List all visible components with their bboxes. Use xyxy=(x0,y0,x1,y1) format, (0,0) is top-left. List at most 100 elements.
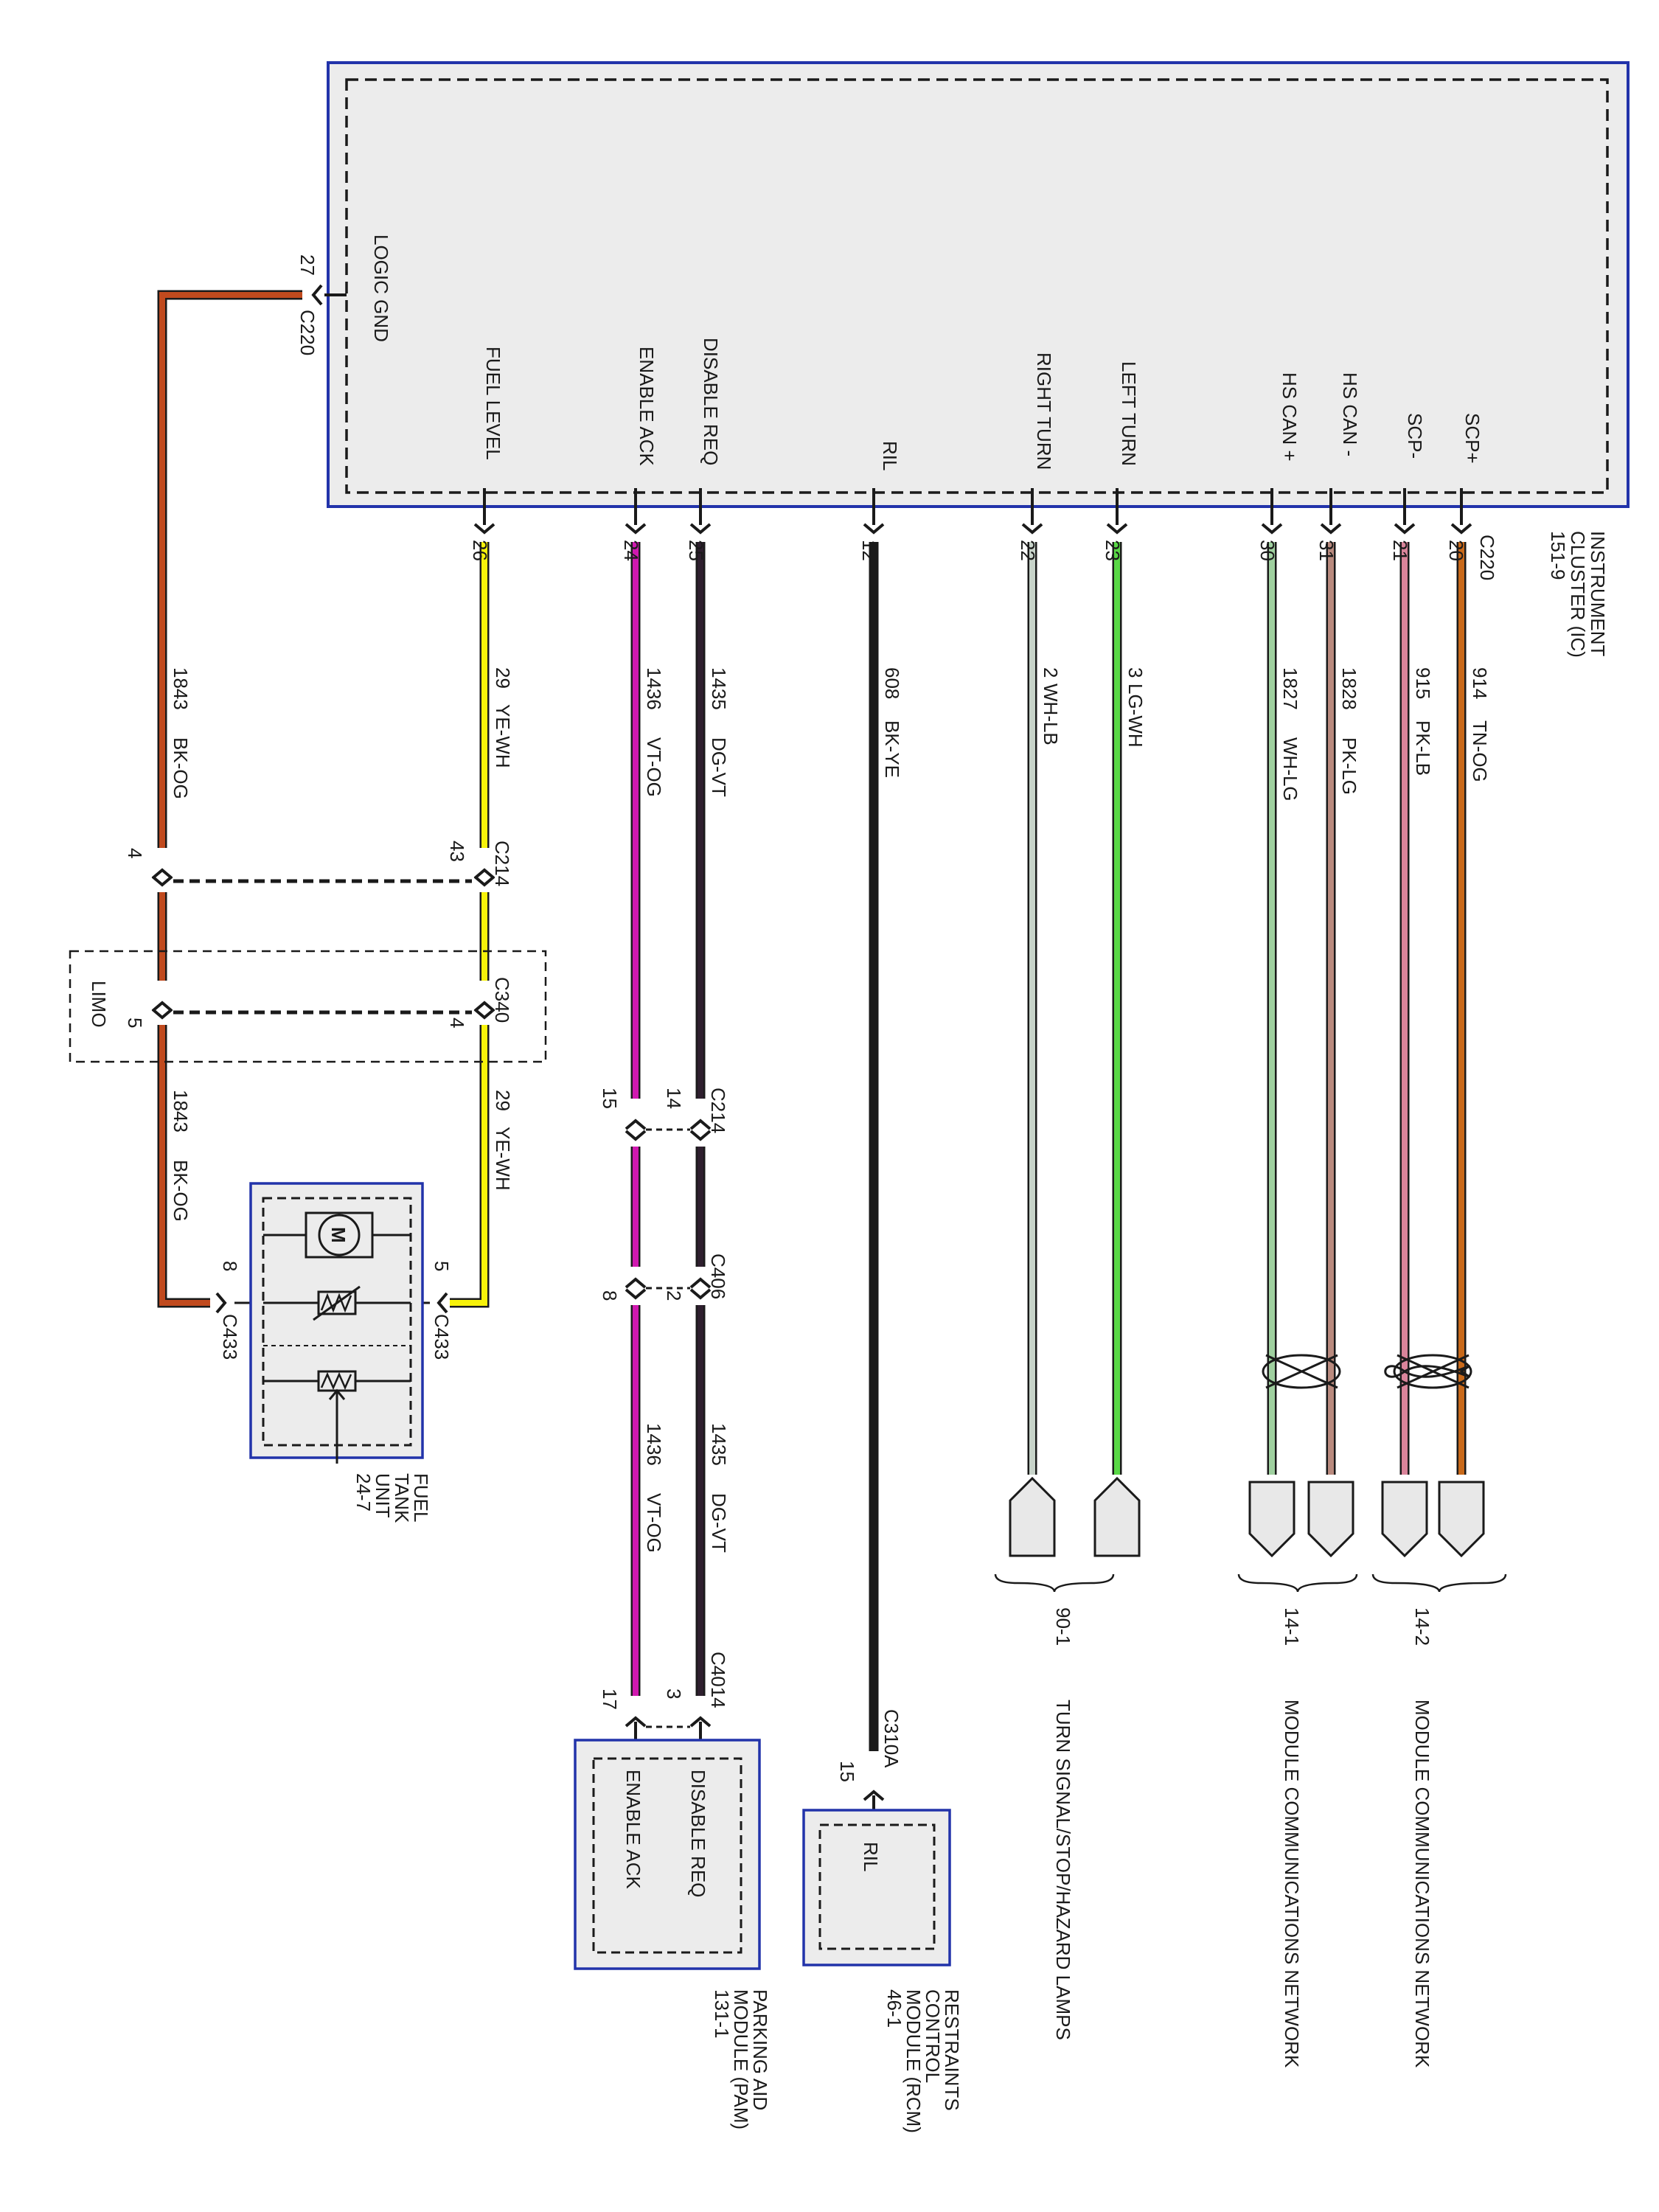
limo-note: LIMO xyxy=(88,981,110,1028)
fuel-tank-title-4: 24-7 xyxy=(352,1473,375,1512)
c340-label: C340 xyxy=(491,977,513,1023)
circuit-gnd-lower: 1843 xyxy=(170,1090,192,1133)
parking-aid-module: DISABLE REQ ENABLE ACK PARKING AID MODUL… xyxy=(574,1739,771,2129)
circuit-hs-can-minus: 1828 xyxy=(1338,667,1360,710)
twisted-pair-scp xyxy=(1384,1354,1472,1389)
terminal-scp-minus-icon xyxy=(1381,1481,1428,1558)
connector-c4014: C4014 3 17 xyxy=(599,1652,729,1728)
c406-pin-dg: 2 xyxy=(663,1290,685,1301)
circuit-vt-lower: 1436 xyxy=(643,1423,665,1466)
color-dg-lower: DG-VT xyxy=(708,1493,730,1553)
circuit-disable-req: 1435 xyxy=(708,667,730,710)
pam-box xyxy=(574,1739,761,1970)
c4014-label: C4014 xyxy=(707,1652,729,1708)
terminal-hs-can-minus-icon xyxy=(1307,1481,1354,1558)
color-scp-plus: TN-OG xyxy=(1469,720,1491,782)
pam-pin-enable-ack: ENABLE ACK xyxy=(622,1770,644,1890)
ic-pin-label-left-turn: LEFT TURN xyxy=(1118,361,1140,466)
c433-label-gnd: C433 xyxy=(219,1314,241,1360)
pin-number-right-turn: 22 xyxy=(1017,540,1039,561)
circuit-right-turn: 2 xyxy=(1040,667,1062,678)
rcm-title-4: 46-1 xyxy=(883,1989,905,2028)
fuel-tank-title-1: FUEL xyxy=(410,1473,432,1522)
ic-pin-label-scp-plus: SCP+ xyxy=(1461,413,1484,464)
circuit-dg-lower: 1435 xyxy=(708,1423,730,1466)
page-ref-terminals xyxy=(1009,1476,1485,1558)
c214-lower-label: C214 xyxy=(707,1088,729,1133)
color-gnd-lower: BK-OG xyxy=(170,1160,192,1222)
ic-pin-label-disable-req: DISABLE REQ xyxy=(700,338,722,465)
fuel-tank-title-2: TANK xyxy=(391,1473,413,1523)
rcm-title-3: MODULE (RCM) xyxy=(902,1989,925,2133)
connector-c406: C406 2 8 xyxy=(599,1253,729,1301)
ic-pin-label-right-turn: RIGHT TURN xyxy=(1033,352,1055,470)
logic-gnd-connector: C220 xyxy=(296,310,319,355)
pin-number-disable-req: 25 xyxy=(685,540,707,561)
terminal-scp-plus-icon xyxy=(1438,1481,1485,1558)
connector-c214-lower: C214 14 15 xyxy=(599,1088,729,1133)
circuit-fuel-lower: 29 xyxy=(492,1090,514,1111)
c433-pin-gnd: 8 xyxy=(219,1261,241,1271)
color-right-turn: WH-LB xyxy=(1040,684,1062,745)
rcm-title-2: CONTROL xyxy=(922,1989,944,2083)
connector-c340: C340 4 5 LIMO xyxy=(69,950,547,1063)
color-scp-minus: PK-LB xyxy=(1412,720,1434,776)
ic-title-line-3: 151-9 xyxy=(1547,531,1569,580)
rcm-title-1: RESTRAINTS xyxy=(941,1989,963,2111)
twisted-pair-hs-can xyxy=(1262,1354,1341,1389)
circuit-ril: 608 xyxy=(881,667,903,699)
motor-icon xyxy=(318,1214,361,1256)
c214-pin-gnd: 4 xyxy=(124,848,146,858)
fuel-tank-title-3: UNIT xyxy=(372,1473,394,1518)
color-vt-lower: VT-OG xyxy=(643,1493,665,1553)
pam-title-2: MODULE (PAM) xyxy=(730,1989,752,2129)
c433-pin-fuel: 5 xyxy=(431,1261,453,1271)
c340-pin-gnd: 5 xyxy=(124,1018,146,1028)
c214-pin-vt: 15 xyxy=(599,1088,621,1109)
pam-title-3: 131-1 xyxy=(711,1989,733,2039)
wire-fuel-level xyxy=(339,488,495,1314)
pin-number-left-turn: 23 xyxy=(1102,540,1124,561)
circuit-fuel-level: 29 xyxy=(492,667,514,689)
connector-c310a: C310A 15 xyxy=(836,1709,902,1782)
pin-number-scp-minus: 21 xyxy=(1389,540,1411,561)
c214-upper-label: C214 xyxy=(491,841,513,886)
wire-hs-can-plus xyxy=(1261,488,1283,1475)
circuit-hs-can-plus: 1827 xyxy=(1279,667,1301,710)
circuit-enable-ack: 1436 xyxy=(643,667,665,710)
color-enable-ack: VT-OG xyxy=(643,737,665,797)
pin-number-fuel-level: 26 xyxy=(469,540,491,561)
pin-number-enable-ack: 24 xyxy=(620,540,642,561)
c340-pin-fuel: 4 xyxy=(446,1018,468,1028)
circuit-logic-gnd: 1843 xyxy=(170,667,192,710)
ic-pin-label-logic-gnd: LOGIC GND xyxy=(370,234,392,342)
wire-right-turn xyxy=(1021,488,1043,1475)
ic-title-line-2: CLUSTER (IC) xyxy=(1567,531,1589,658)
color-left-turn: LG-WH xyxy=(1124,684,1147,748)
limo-dashed-box xyxy=(69,950,547,1063)
color-disable-req: DG-VT xyxy=(708,737,730,797)
motor-label: M xyxy=(327,1227,349,1243)
ref-label-mcn-1: MODULE COMMUNICATIONS NETWORK xyxy=(1281,1700,1303,2068)
wire-ril xyxy=(863,488,885,1825)
pam-title-1: PARKING AID xyxy=(749,1989,771,2110)
c310a-pin: 15 xyxy=(836,1761,858,1782)
c214-pin-fuel: 43 xyxy=(446,841,468,862)
c4014-pin-vt: 17 xyxy=(599,1688,621,1710)
pin-number-logic-gnd: 27 xyxy=(296,254,319,276)
color-hs-can-plus: WH-LG xyxy=(1279,737,1301,801)
pin-number-hs-can-minus: 31 xyxy=(1315,540,1338,561)
color-hs-can-minus: PK-LG xyxy=(1338,737,1360,795)
wire-enable-ack xyxy=(625,488,647,1759)
ic-pin-numbers: 20 21 31 30 23 22 12 25 24 26 27 C220 xyxy=(296,254,1467,561)
ic-pin-label-fuel-level: FUEL LEVEL xyxy=(482,347,504,460)
page-references: 14-2 14-1 90-1 MODULE COMMUNICATIONS NET… xyxy=(1052,1607,1433,2068)
pin-number-ril: 12 xyxy=(858,540,880,561)
rcm-pin-ril: RIL xyxy=(860,1842,882,1871)
c406-pin-vt: 8 xyxy=(599,1290,621,1301)
ic-pin-label-scp-minus: SCP- xyxy=(1404,413,1426,459)
ref-braces xyxy=(994,1573,1507,1593)
color-fuel-level: YE-WH xyxy=(492,704,514,768)
ref-14-2: 14-2 xyxy=(1411,1607,1433,1646)
